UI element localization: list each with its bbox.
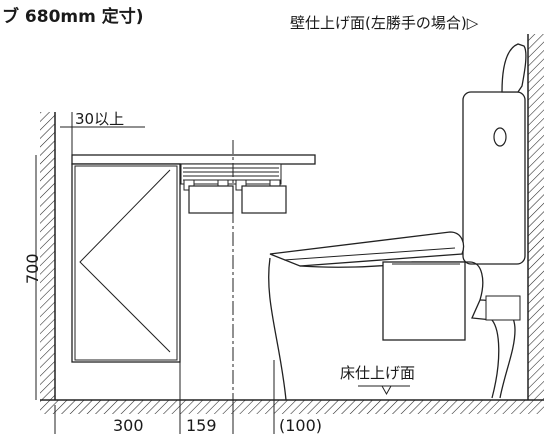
- counter-top: [71, 154, 316, 165]
- paper-holders: [180, 163, 287, 214]
- floor-finish-label: 床仕上げ面: [340, 364, 415, 382]
- diagram-title: ブ 680mm 定寸): [2, 6, 144, 27]
- clearance-dimension: 30以上: [54, 110, 145, 155]
- width-159-label: 159: [186, 416, 217, 434]
- height-dimension: 700: [23, 155, 42, 400]
- left-wall: [40, 112, 56, 400]
- height-700-label: 700: [23, 253, 42, 284]
- bottom-dimensions: 300 159 (100): [54, 405, 322, 435]
- width-300-label: 300: [113, 416, 144, 434]
- cabinet: [71, 163, 181, 363]
- clearance-label: 30以上: [75, 110, 124, 128]
- right-wall: [527, 34, 544, 400]
- toilet: [268, 43, 527, 401]
- wall-finish-label: 壁仕上げ面(左勝手の場合)▷: [290, 14, 479, 32]
- width-100-label: (100): [279, 416, 322, 434]
- floor-finish-marker: 床仕上げ面: [340, 364, 415, 396]
- floor: [40, 399, 544, 414]
